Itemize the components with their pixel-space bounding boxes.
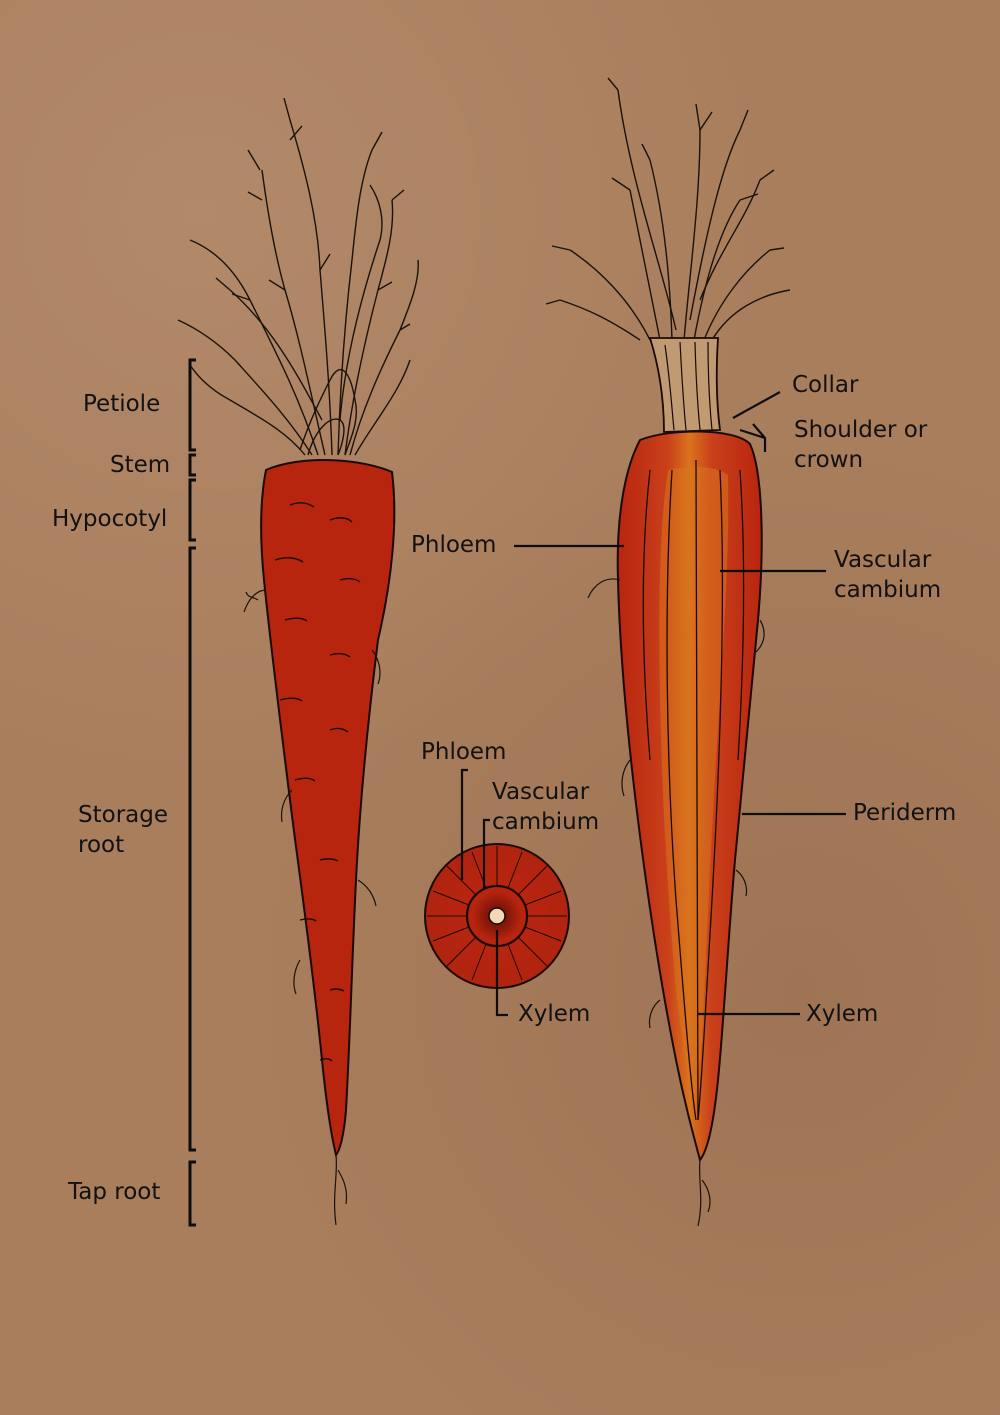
- label-phloem-cross: Phloem: [421, 739, 506, 765]
- label-shoulder-line1: Shoulder or: [794, 417, 928, 443]
- label-petiole: Petiole: [83, 391, 160, 417]
- label-vascular-cambium-section-line2: cambium: [834, 577, 941, 603]
- leader-collar: [732, 391, 781, 419]
- storage-root-left: [260, 459, 396, 1158]
- leader-shoulder: [739, 423, 767, 452]
- label-storage-root-line2: root: [78, 832, 124, 858]
- bracket-storage-root: [188, 546, 196, 1152]
- cross-rays: [427, 846, 567, 986]
- label-vascular-cambium-section-line1: Vascular: [834, 547, 932, 573]
- vascular-lines: [642, 459, 745, 1121]
- leader-xylem-cross: [495, 930, 508, 1017]
- carrot-leaves-right: [545, 77, 791, 341]
- label-phloem-section: Phloem: [411, 532, 496, 558]
- root-hairs-left: [243, 589, 381, 1226]
- leader-vascular-cambium-cross: [482, 818, 490, 890]
- carrot-leaves-left: [177, 97, 419, 456]
- stalk-lines: [664, 341, 713, 431]
- leader-phloem-cross: [460, 768, 468, 880]
- whole-carrot: [177, 97, 419, 1226]
- label-vascular-cambium-cross-line2: cambium: [492, 809, 599, 835]
- label-hypocotyl: Hypocotyl: [52, 506, 167, 532]
- label-stem: Stem: [110, 452, 170, 478]
- label-collar: Collar: [792, 372, 859, 398]
- xylem-core: [659, 466, 729, 1111]
- label-vascular-cambium-cross-line1: Vascular: [492, 779, 590, 805]
- leader-lines: [460, 391, 846, 1017]
- label-xylem-section: Xylem: [806, 1001, 878, 1027]
- root-ridges-left: [274, 502, 361, 1062]
- label-storage-root-line1: Storage: [78, 802, 168, 828]
- label-xylem-cross: Xylem: [518, 1001, 590, 1027]
- label-periderm: Periderm: [853, 800, 956, 826]
- root-hairs-right: [587, 578, 765, 1227]
- bracket-stem: [188, 453, 196, 477]
- label-tap-root: Tap root: [67, 1179, 160, 1205]
- bracket-hypocotyl: [188, 478, 196, 542]
- left-brackets: [188, 358, 196, 1227]
- label-shoulder-line2: crown: [794, 447, 863, 473]
- bracket-petiole: [188, 358, 196, 452]
- bracket-tap-root: [188, 1160, 196, 1227]
- longitudinal-section: [545, 77, 791, 1227]
